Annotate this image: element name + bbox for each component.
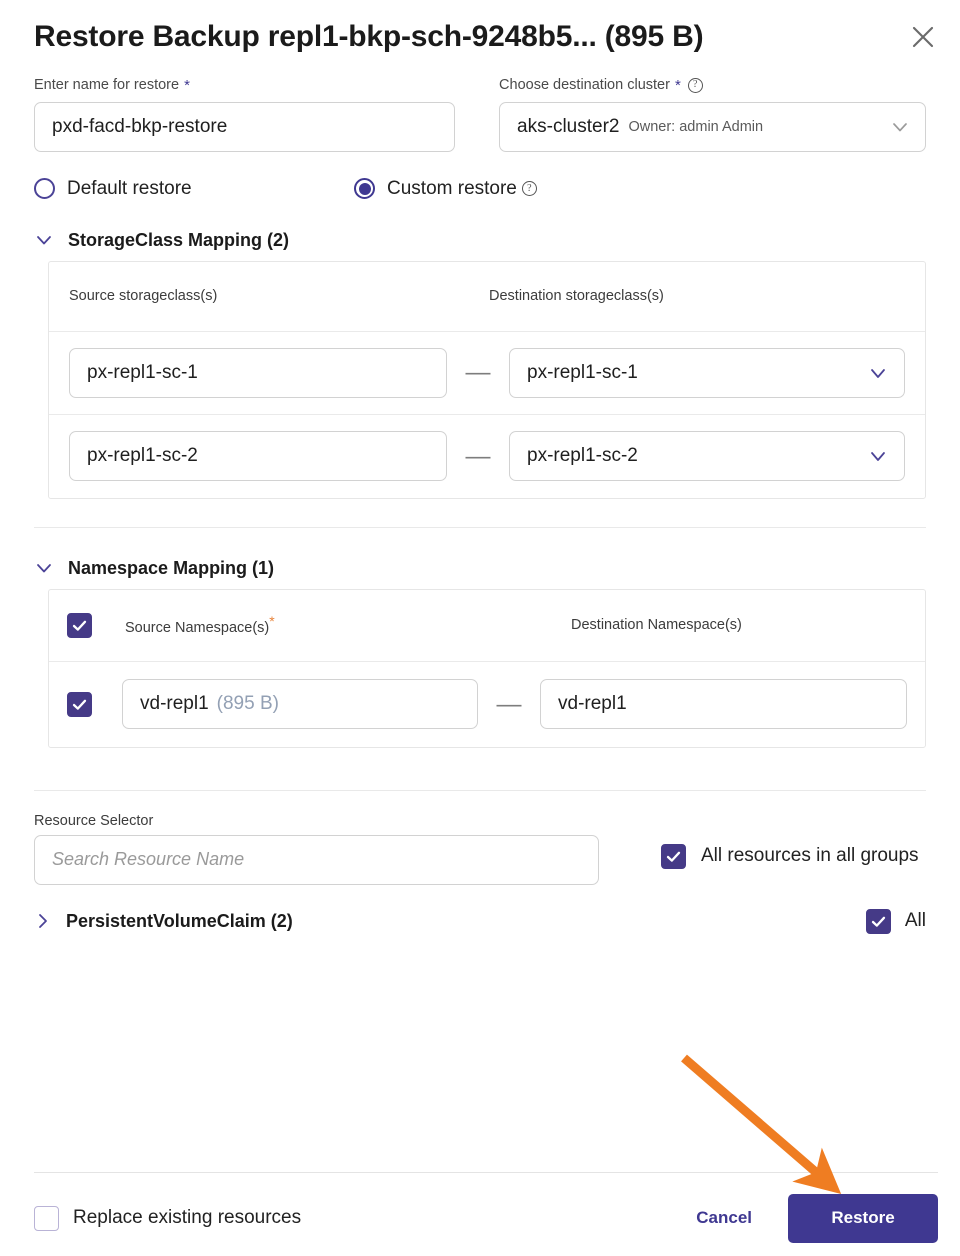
- destination-storageclass-select[interactable]: px-repl1-sc-2: [509, 431, 905, 482]
- replace-existing-resources-checkbox[interactable]: [34, 1205, 59, 1231]
- radio-selected-icon: [354, 178, 375, 200]
- restore-name-label-text: Enter name for restore: [34, 77, 180, 94]
- persistentvolumeclaim-all-checkbox[interactable]: [865, 908, 891, 934]
- top-form-row: Enter name for restore * pxd-facd-bkp-re…: [0, 77, 960, 152]
- chevron-down-icon: [866, 361, 890, 385]
- restore-button[interactable]: Restore: [788, 1193, 938, 1243]
- required-asterisk: *: [269, 613, 275, 630]
- radio-default-restore[interactable]: Default restore: [34, 178, 354, 200]
- namespace-mapping-table: Source Namespace(s)* Destination Namespa…: [48, 588, 926, 748]
- all-resources-checkbox[interactable]: [661, 843, 686, 869]
- resource-search-group: Resource Selector Search Resource Name: [34, 813, 599, 885]
- section-divider: [34, 789, 926, 791]
- modal-header: Restore Backup repl1-bkp-sch-9248b5... (…: [0, 0, 960, 59]
- cancel-button[interactable]: Cancel: [690, 1198, 758, 1238]
- chevron-down-icon: [34, 558, 54, 578]
- table-row: px-repl1-sc-2 — px-repl1-sc-2: [49, 415, 925, 498]
- destination-namespace-cell: vd-repl1: [540, 679, 907, 730]
- namespace-mapping-header[interactable]: Namespace Mapping (1): [0, 558, 960, 579]
- destination-cluster-select[interactable]: aks-cluster2 Owner: admin Admin: [499, 101, 926, 152]
- replace-existing-resources-group[interactable]: Replace existing resources: [34, 1205, 302, 1231]
- mapping-dash-icon: —: [465, 441, 491, 470]
- table-row: px-repl1-sc-1 — px-repl1-sc-1: [49, 332, 925, 415]
- destination-storageclass-value: px-repl1-sc-1: [527, 361, 638, 383]
- all-resources-label: All resources in all groups: [701, 845, 919, 867]
- source-storageclass-input[interactable]: px-repl1-sc-1: [69, 347, 447, 398]
- source-storageclass-cell: px-repl1-sc-2: [69, 431, 447, 482]
- storageclass-mapping-table: Source storageclass(s) Destination stora…: [48, 260, 926, 499]
- select-all-namespaces-checkbox[interactable]: [67, 612, 92, 638]
- persistentvolumeclaim-title: PersistentVolumeClaim (2): [66, 910, 293, 931]
- radio-custom-restore[interactable]: Custom restore ?: [354, 178, 537, 200]
- required-asterisk: *: [674, 76, 681, 94]
- restore-mode-radio-group: Default restore Custom restore ?: [0, 178, 960, 200]
- replace-existing-resources-label: Replace existing resources: [73, 1207, 302, 1228]
- destination-cluster-owner: Owner: admin Admin: [628, 118, 764, 135]
- required-asterisk: *: [184, 76, 190, 94]
- restore-name-value: pxd-facd-bkp-restore: [52, 115, 228, 137]
- source-storageclass-input[interactable]: px-repl1-sc-2: [69, 431, 447, 482]
- destination-cluster-label: Choose destination cluster * ?: [499, 77, 926, 94]
- storageclass-mapping-header[interactable]: StorageClass Mapping (2): [0, 230, 960, 251]
- search-input[interactable]: Search Resource Name: [34, 834, 599, 885]
- chevron-right-icon: [34, 912, 52, 930]
- radio-default-restore-label: Default restore: [67, 177, 192, 199]
- modal-footer: Replace existing resources Cancel Restor…: [0, 1180, 960, 1256]
- radio-unselected-icon: [34, 178, 55, 200]
- source-storageclass-value: px-repl1-sc-1: [87, 361, 198, 383]
- column-header-destination-namespace: Destination Namespace(s): [571, 617, 742, 634]
- destination-namespace-input[interactable]: vd-repl1: [540, 679, 907, 730]
- column-header-source-namespace-text: Source Namespace(s): [125, 620, 270, 636]
- mapping-dash-icon: —: [496, 689, 522, 718]
- destination-storageclass-select[interactable]: px-repl1-sc-1: [509, 347, 905, 398]
- footer-actions: Cancel Restore: [690, 1193, 938, 1243]
- persistentvolumeclaim-all-label: All: [904, 910, 926, 932]
- storageclass-table-header: Source storageclass(s) Destination stora…: [49, 262, 925, 332]
- destination-storageclass-value: px-repl1-sc-2: [527, 445, 638, 467]
- column-header-source-storageclass: Source storageclass(s): [69, 288, 218, 305]
- restore-name-label: Enter name for restore *: [34, 77, 455, 94]
- destination-cluster-label-text: Choose destination cluster: [499, 77, 670, 94]
- restore-name-input[interactable]: pxd-facd-bkp-restore: [34, 101, 456, 152]
- source-storageclass-value: px-repl1-sc-2: [87, 445, 198, 467]
- table-row: vd-repl1 (895 B) — vd-repl1: [49, 662, 925, 747]
- all-resources-group: All resources in all groups: [661, 843, 919, 869]
- chevron-down-icon: [866, 444, 890, 468]
- destination-storageclass-cell: px-repl1-sc-2: [509, 431, 905, 482]
- namespace-row-checkbox[interactable]: [67, 691, 92, 717]
- source-namespace-size: (895 B): [216, 693, 279, 715]
- persistentvolumeclaim-all-group: All: [865, 908, 926, 934]
- destination-namespace-value: vd-repl1: [558, 693, 627, 715]
- source-namespace-value: vd-repl1: [140, 693, 209, 715]
- mapping-dash-icon: —: [465, 358, 491, 387]
- storageclass-mapping-title: StorageClass Mapping (2): [68, 229, 290, 250]
- destination-storageclass-cell: px-repl1-sc-1: [509, 347, 905, 398]
- source-namespace-input[interactable]: vd-repl1 (895 B): [122, 679, 478, 730]
- footer-divider: [34, 1172, 938, 1173]
- chevron-down-icon: [889, 116, 911, 138]
- destination-cluster-field-group: Choose destination cluster * ? aks-clust…: [499, 77, 926, 152]
- radio-custom-restore-label: Custom restore: [387, 177, 517, 199]
- page-title: Restore Backup repl1-bkp-sch-9248b5... (…: [34, 20, 704, 53]
- resource-selector-label: Resource Selector: [34, 812, 154, 829]
- resource-selector-section: Resource Selector Search Resource Name A…: [0, 813, 960, 885]
- help-icon[interactable]: ?: [687, 77, 703, 93]
- column-header-destination-storageclass: Destination storageclass(s): [489, 288, 664, 305]
- source-namespace-cell: vd-repl1 (895 B): [122, 679, 478, 730]
- source-storageclass-cell: px-repl1-sc-1: [69, 347, 447, 398]
- namespace-table-header: Source Namespace(s)* Destination Namespa…: [49, 590, 925, 662]
- destination-cluster-value: aks-cluster2: [517, 115, 620, 137]
- chevron-down-icon: [34, 230, 54, 250]
- column-header-source-namespace: Source Namespace(s)*: [125, 614, 571, 636]
- close-icon[interactable]: [908, 22, 938, 52]
- restore-name-field-group: Enter name for restore * pxd-facd-bkp-re…: [34, 77, 456, 152]
- help-icon[interactable]: ?: [521, 181, 537, 197]
- search-input-placeholder: Search Resource Name: [52, 849, 245, 870]
- persistentvolumeclaim-toggle[interactable]: PersistentVolumeClaim (2): [34, 911, 293, 932]
- section-divider: [34, 526, 926, 528]
- namespace-mapping-title: Namespace Mapping (1): [68, 557, 275, 578]
- resource-group-row: PersistentVolumeClaim (2) All: [0, 908, 960, 934]
